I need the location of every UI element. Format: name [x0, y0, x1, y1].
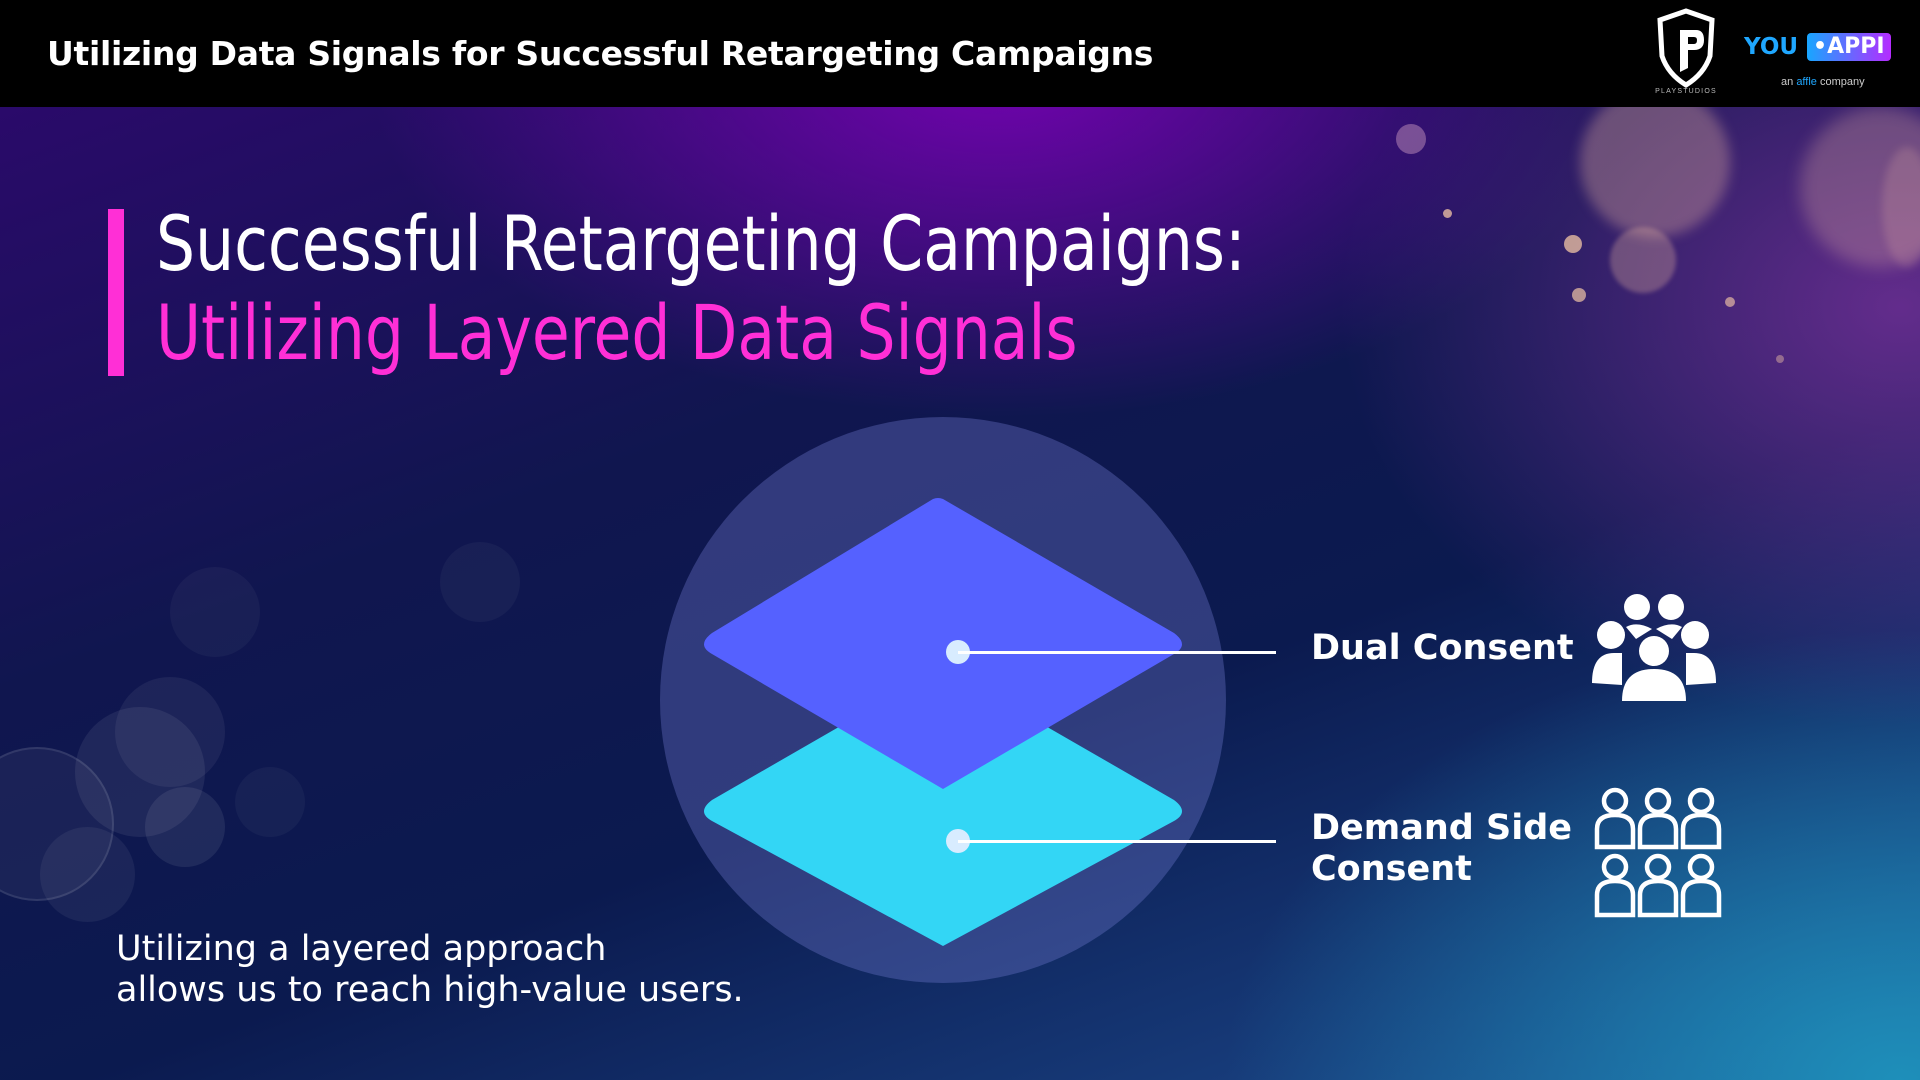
youappi-appi-text: •APPI: [1807, 33, 1891, 61]
bokeh-decoration: [170, 567, 260, 657]
bokeh-decoration: [235, 767, 305, 837]
group-people-icon: [1592, 594, 1716, 701]
tagline-brand: affle: [1796, 76, 1817, 88]
slide-title-line-1: Successful Retargeting Campaigns:: [156, 199, 1246, 288]
playstudios-shield-icon: [1657, 8, 1715, 88]
bokeh-decoration: [1776, 355, 1784, 363]
bokeh-decoration: [1725, 297, 1735, 307]
label-dual-consent: Dual Consent: [1311, 628, 1574, 668]
bokeh-decoration: [1396, 124, 1426, 154]
caption-text: Utilizing a layered approach allows us t…: [116, 929, 744, 1011]
bokeh-decoration: [1610, 227, 1676, 293]
caption-line-1: Utilizing a layered approach: [116, 929, 607, 969]
tagline-prefix: an: [1781, 76, 1794, 88]
top-bar: Utilizing Data Signals for Successful Re…: [0, 0, 1920, 107]
tagline-suffix: company: [1819, 76, 1865, 88]
connector-line-top: [958, 651, 1276, 654]
label-demand-side-line-2: Consent: [1311, 849, 1472, 889]
title-accent-bar: [108, 209, 124, 376]
youappi-logo: YOU •APPI an affle company: [1744, 30, 1891, 92]
bokeh-decoration: [0, 747, 114, 901]
label-demand-side-consent: Demand Side Consent: [1311, 808, 1572, 890]
header-title: Utilizing Data Signals for Successful Re…: [47, 34, 1154, 73]
bokeh-decoration: [1800, 107, 1920, 267]
playstudios-wordmark: PLAYSTUDIOS: [1655, 88, 1717, 95]
bokeh-decoration: [1564, 235, 1582, 253]
six-people-outline-icon: [1594, 787, 1722, 918]
youappi-you-text: YOU: [1744, 34, 1799, 60]
bokeh-decoration: [1443, 209, 1452, 218]
layer-bottom-demand-side: [704, 667, 1182, 946]
bokeh-decoration: [115, 677, 225, 787]
slide-body: Successful Retargeting Campaigns: Utiliz…: [0, 107, 1920, 1080]
youappi-tagline: an affle company: [1781, 76, 1865, 88]
slide-title-line-2: Utilizing Layered Data Signals: [156, 288, 1078, 377]
bokeh-decoration: [1580, 107, 1730, 237]
connector-line-bottom: [958, 840, 1276, 843]
caption-line-2: allows us to reach high-value users.: [116, 970, 744, 1010]
layer-diagram: [660, 417, 1226, 983]
bokeh-decoration: [75, 707, 205, 837]
bokeh-decoration: [40, 827, 135, 922]
youappi-appi-label: APPI: [1827, 34, 1885, 59]
bokeh-decoration: [1882, 147, 1920, 267]
bokeh-decoration: [1572, 288, 1586, 302]
bokeh-decoration: [145, 787, 225, 867]
playstudios-logo: PLAYSTUDIOS: [1650, 8, 1722, 100]
bokeh-decoration: [440, 542, 520, 622]
label-demand-side-line-1: Demand Side: [1311, 808, 1573, 848]
layer-top-dual-consent: [704, 498, 1182, 789]
